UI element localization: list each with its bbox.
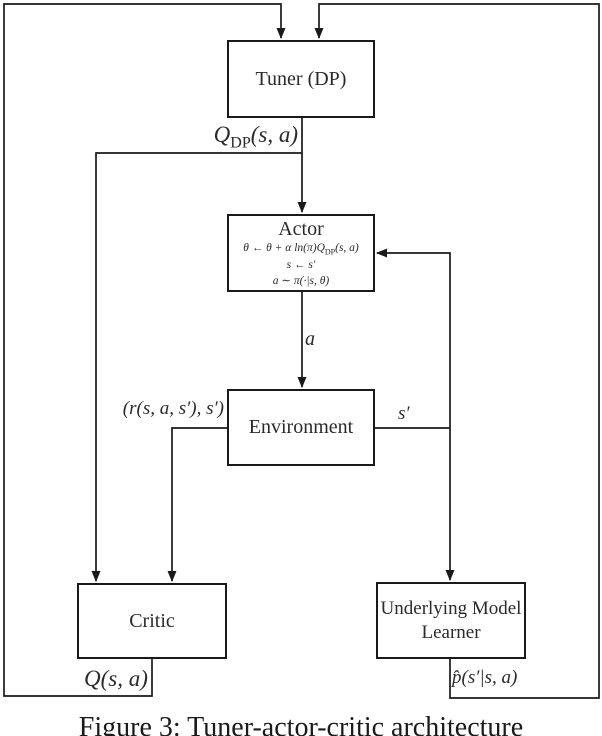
figure-caption: Figure 3: Tuner-actor-critic architectur… [78, 712, 524, 736]
tuner-box: Tuner (DP) [227, 40, 375, 118]
next-state-label: s′ [398, 403, 410, 424]
actor-action-sample: a ∼ π(·|s, θ) [272, 274, 330, 287]
actor-update-rule: θ ← θ + α ln(π)QDP(s, a) [243, 242, 359, 257]
critic-box: Critic [77, 583, 227, 659]
model-learner-label-line1: Underlying Model [380, 597, 522, 619]
edge-environment-to-critic [167, 427, 227, 582]
model-learner-label-line2: Learner [421, 621, 481, 643]
model-learner-box: Underlying Model Learner [376, 582, 526, 659]
environment-label: Environment [248, 416, 354, 438]
edge-s-prime-to-actor [376, 248, 451, 428]
edge-critic-feedback-to-tuner [3, 3, 286, 697]
p-hat-output-label: p̂(s′|s, a) [452, 667, 518, 688]
edge-qdp-branch-to-critic [91, 152, 302, 582]
action-label: a [305, 328, 315, 350]
edge-model-feedback-to-tuner [314, 3, 600, 699]
reward-tuple-label: (r(s, a, s′), s′) [122, 398, 224, 419]
environment-box: Environment [227, 389, 375, 466]
actor-state-update: s ← s′ [286, 259, 316, 272]
qdp-output-label: QDP(s, a) [213, 122, 298, 152]
actor-box: Actor θ ← θ + α ln(π)QDP(s, a) s ← s′ a … [227, 214, 375, 292]
actor-title: Actor [278, 218, 324, 240]
critic-label: Critic [129, 609, 175, 632]
tuner-label: Tuner (DP) [255, 67, 347, 90]
q-output-label: Q(s, a) [84, 666, 148, 691]
